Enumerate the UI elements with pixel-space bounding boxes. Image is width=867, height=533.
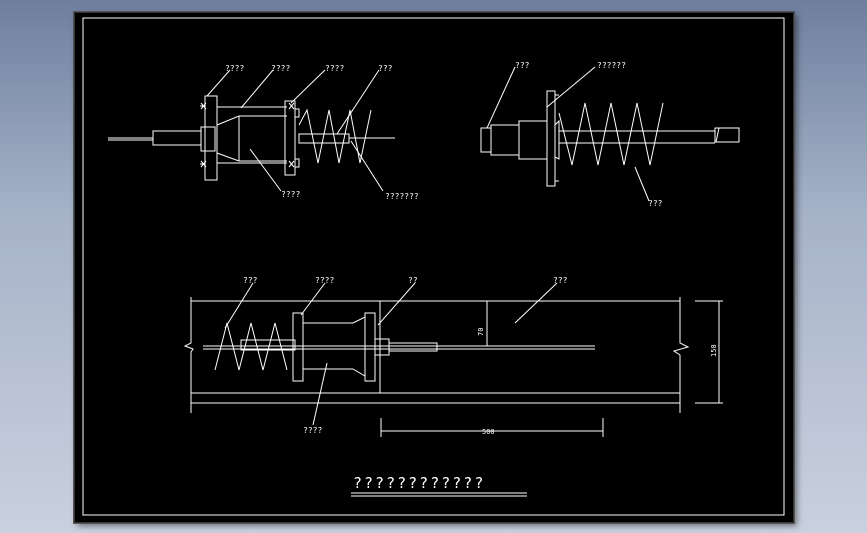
bottom-view: 70 150 500 ??? ???? ?? ??? ???? [183,276,723,437]
dim-150: 150 [710,344,718,357]
drawing-frame [82,17,785,516]
label-tr-2: ?????? [597,61,626,70]
label-b-1: ??? [243,276,258,285]
top-left-view: ???? ???? ???? ??? ???? ??????? [108,64,419,201]
label-tl-2: ???? [271,64,290,73]
label-tr-3: ??? [648,199,663,208]
label-b-4: ??? [553,276,568,285]
drawing-sheet: ???? ???? ???? ??? ???? ??????? ??? ????… [74,12,794,523]
label-tr-1: ??? [515,61,530,70]
label-tl-4: ??? [378,64,393,73]
label-b-2: ???? [315,276,334,285]
label-tl-1: ???? [225,64,244,73]
cad-drawing: ???? ???? ???? ??? ???? ??????? ??? ????… [82,17,785,516]
top-right-view: ??? ?????? ??? [480,61,740,208]
label-tl-5: ???? [281,190,300,199]
label-b-5: ???? [303,426,322,435]
label-tl-3: ???? [325,64,344,73]
label-b-3: ?? [408,276,418,285]
label-tl-6: ??????? [385,192,419,201]
dim-70: 70 [477,328,485,336]
drawing-title: ???????????? [353,474,485,492]
dim-500: 500 [482,428,495,436]
